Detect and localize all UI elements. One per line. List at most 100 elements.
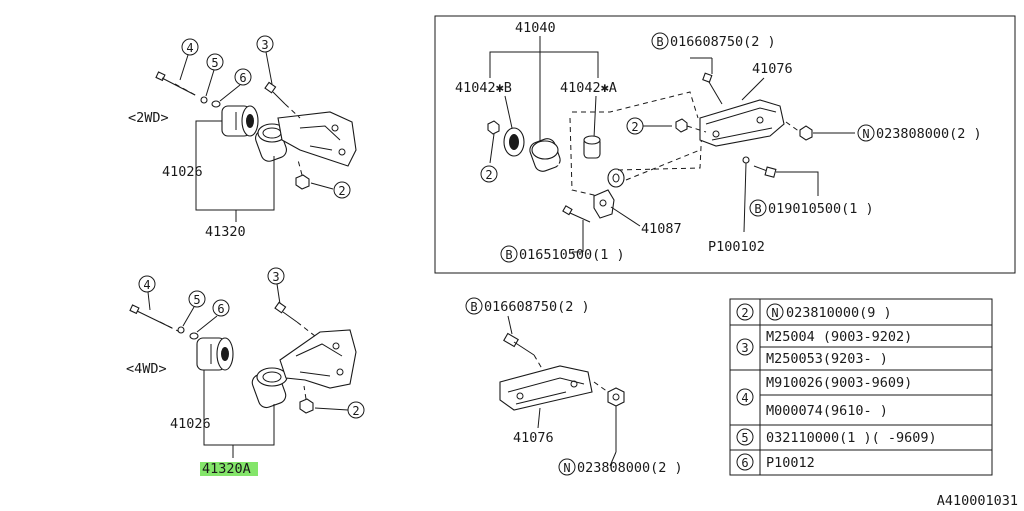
bracket-4wd-icon [279,329,357,389]
svg-text:019010500(1 ): 019010500(1 ) [768,201,874,217]
svg-text:3: 3 [261,38,268,52]
part-41026-2wd[interactable]: 41026 [162,164,203,180]
callout-2-2wd[interactable]: 2 [333,181,351,199]
cushion-41320a-icon[interactable] [250,367,288,410]
legend-row-2: 2 N 023810000(9 ) [736,303,892,321]
svg-text:4: 4 [143,278,150,292]
svg-text:2: 2 [485,168,492,182]
callout-3-2wd[interactable]: 3 [256,35,274,53]
b-016608750-top[interactable]: B 016608750(2 ) [651,32,776,50]
svg-text:6: 6 [239,71,246,85]
svg-text:016510500(1 ): 016510500(1 ) [519,247,625,263]
part-41076-top[interactable]: 41076 [752,61,793,77]
part-41320[interactable]: 41320 [205,224,246,240]
washer-5-2wd-icon [200,96,208,104]
svg-text:6: 6 [741,456,748,470]
bracket-41076-lower-icon[interactable] [499,365,593,411]
legend-row-6: 6 P10012 [736,453,815,471]
callout-2-4wd[interactable]: 2 [347,401,365,419]
washer-5-4wd-icon [177,326,185,334]
svg-text:016608750(2 ): 016608750(2 ) [670,34,776,50]
part-41026-4wd[interactable]: 41026 [170,416,211,432]
callout-3-4wd[interactable]: 3 [267,267,285,285]
callout-6-2wd[interactable]: 6 [234,68,252,86]
group-4wd: 4 5 6 <4WD> [126,267,365,477]
legend-row-3: 3 M25004 (9003-9202) M250053(9203- ) [736,329,912,367]
bolt-4-2wd-icon [155,71,198,97]
label-4wd: <4WD> [126,361,167,377]
part-41076-lower[interactable]: 41076 [513,430,554,446]
svg-text:M25004 (9003-9202): M25004 (9003-9202) [766,329,912,345]
svg-text:N: N [771,306,778,320]
part-41320a[interactable]: 41320A [202,461,251,477]
assembly-frame [434,15,1016,274]
legend-row-4: 4 M910026(9003-9609) M000074(9610- ) [736,375,912,419]
callout-5-4wd[interactable]: 5 [188,290,206,308]
svg-text:5: 5 [741,431,748,445]
mount-41026-2wd-icon[interactable] [221,105,259,137]
legend-table: 2 N 023810000(9 ) 3 M25004 (9003-9202) M… [729,298,993,476]
washer-6-4wd-icon [189,332,199,340]
part-41042b[interactable]: 41042✱B [455,80,512,96]
label-2wd: <2WD> [128,110,169,126]
group-2wd: 4 5 6 <2WD> [128,35,357,240]
group-box-assembly: 41040 41042✱B 41042✱A 2 [434,15,1016,274]
nut-2-box-mid-icon [675,118,688,133]
group-lower-bracket: B 016608750(2 ) 41076 N 023808000(2 ) [465,297,683,476]
b-019010500[interactable]: B 019010500(1 ) [749,199,874,217]
callout-2-box-mid[interactable]: 2 [626,117,644,135]
part-p100102[interactable]: P100102 [708,239,765,255]
svg-text:2: 2 [338,184,345,198]
cushion-41320-2wd-icon[interactable] [253,123,288,163]
callout-4-2wd[interactable]: 4 [181,38,199,56]
diagram-id: A410001031 [937,493,1018,509]
bolt-016608750-lower-icon [503,332,535,356]
svg-text:B: B [505,248,512,262]
svg-text:016608750(2 ): 016608750(2 ) [484,299,590,315]
svg-text:M250053(9203- ): M250053(9203- ) [766,351,888,367]
svg-text:P10012: P10012 [766,455,815,471]
part-41087[interactable]: 41087 [641,221,682,237]
svg-text:N: N [563,461,570,475]
svg-text:6: 6 [217,302,224,316]
washer-6-2wd-icon [211,100,221,108]
rod-end-icon [607,168,625,188]
nut-2-2wd-icon [295,174,310,190]
svg-text:B: B [754,202,761,216]
svg-text:M000074(9610- ): M000074(9610- ) [766,403,888,419]
bushing-41042b-icon[interactable] [503,127,525,157]
callout-5-2wd[interactable]: 5 [206,53,224,71]
bolt-019010500-icon [753,165,777,178]
svg-text:3: 3 [272,270,279,284]
bracket-41076-top-icon[interactable] [699,99,785,147]
b-016608750-lower[interactable]: B 016608750(2 ) [465,297,590,315]
part-41042a[interactable]: 41042✱A [560,80,617,96]
bushing-41042a-icon[interactable] [583,135,601,159]
b-016510500[interactable]: B 016510500(1 ) [500,245,625,263]
bracket-2wd-icon [277,111,357,167]
nut-2-box-icon [487,120,500,135]
nut-023808000-lower-icon [607,387,625,407]
clamp-41087-icon[interactable] [593,189,615,219]
svg-text:4: 4 [741,391,748,405]
callout-2-box-left[interactable]: 2 [480,165,498,183]
bolt-3-4wd-icon [274,301,287,314]
n-023808000-lower[interactable]: N 023808000(2 ) [558,458,683,476]
svg-text:032110000(1 )( -9609): 032110000(1 )( -9609) [766,430,937,446]
callout-4-4wd[interactable]: 4 [138,275,156,293]
svg-text:5: 5 [211,56,218,70]
part-41040[interactable]: 41040 [515,20,556,36]
svg-text:023810000(9 ): 023810000(9 ) [786,305,892,321]
n-023808000-top[interactable]: N 023808000(2 ) [857,124,982,142]
svg-text:N: N [862,127,869,141]
callout-6-4wd[interactable]: 6 [212,299,230,317]
svg-text:023808000(2 ): 023808000(2 ) [577,460,683,476]
nut-023808000-top-icon [799,125,813,141]
svg-text:4: 4 [186,41,193,55]
bolt-4-4wd-icon [129,304,183,334]
bolt-016608750-top-icon [702,72,723,105]
ring-41040-icon[interactable] [528,136,563,173]
mount-41026-4wd-icon[interactable] [196,337,234,371]
